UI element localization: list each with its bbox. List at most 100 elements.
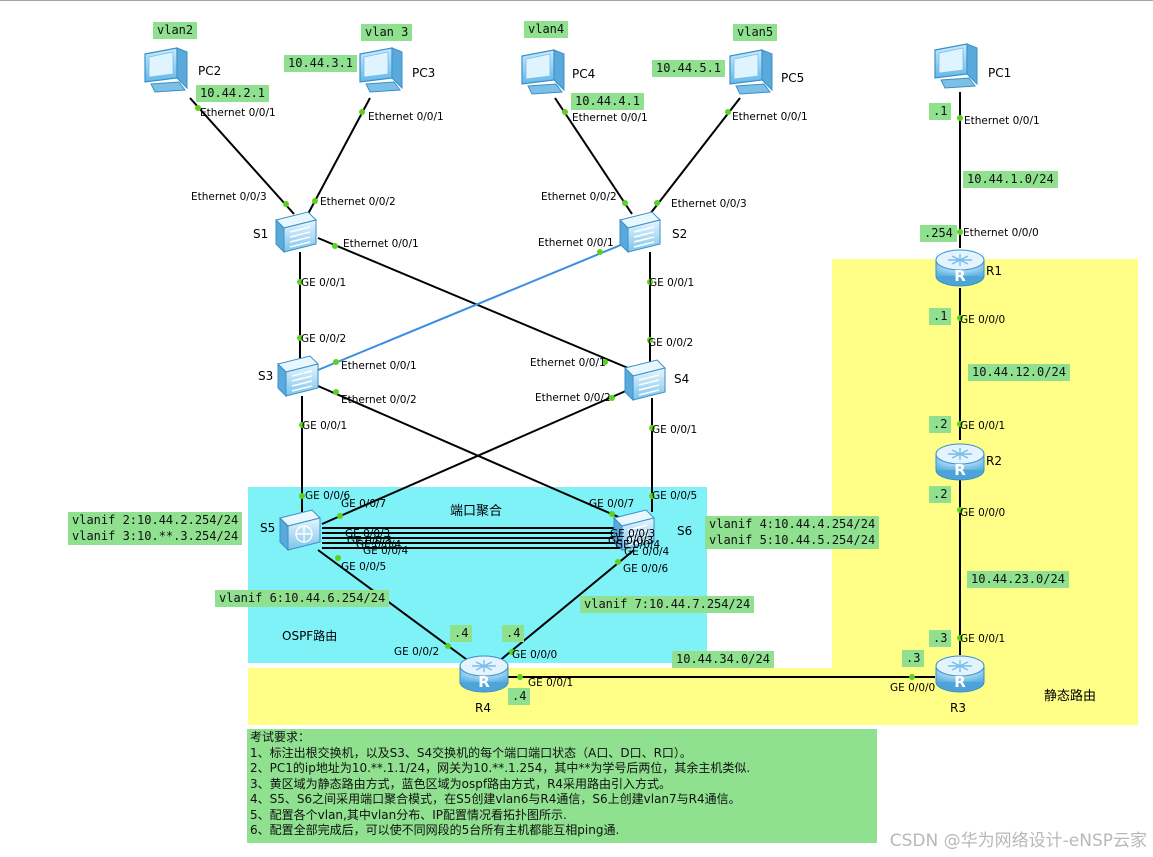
s2-label: S2 bbox=[672, 227, 687, 241]
port-s3-g002: GE 0/0/2 bbox=[301, 333, 346, 345]
pc5-label: PC5 bbox=[781, 71, 804, 85]
port-s2-e002: Ethernet 0/0/2 bbox=[541, 191, 617, 203]
pc4-icon[interactable] bbox=[521, 49, 565, 95]
tag-pc5-ip: 10.44.5.1 bbox=[652, 60, 726, 77]
tag-vlanif6: vlanif 6:10.44.6.254/24 bbox=[215, 590, 390, 607]
requirements-box: 考试要求： 1、标注出根交换机，以及S3、S4交换机的每个端口端口状态（A口、D… bbox=[247, 729, 877, 843]
tag-pc3-ip: 10.44.3.1 bbox=[284, 55, 358, 72]
requirements-line: 5、配置各个vlan,其中vlan分布、IP配置情况看拓扑图所示. bbox=[250, 807, 567, 822]
pc3-label: PC3 bbox=[412, 66, 435, 80]
link-pc4-s2 bbox=[554, 97, 633, 215]
port-s1-g001: GE 0/0/1 bbox=[301, 277, 346, 289]
ospf-area-title: OSPF路由 bbox=[282, 628, 337, 643]
tag-r3-g000: .3 bbox=[902, 650, 925, 667]
pc5-icon[interactable] bbox=[729, 49, 773, 95]
port-s5-g004: GE 0/0/4 bbox=[363, 545, 409, 557]
tag-s6-vlanif5: vlanif 5:10.44.5.254/24 bbox=[705, 532, 880, 549]
port-s4-g002: GE 0/0/2 bbox=[648, 337, 693, 349]
top-border bbox=[0, 0, 1153, 1]
port-s2-g001: GE 0/0/1 bbox=[649, 277, 694, 289]
s3-switch-icon[interactable] bbox=[277, 355, 319, 397]
port-s2-e003: Ethernet 0/0/3 bbox=[671, 198, 747, 210]
port-s3-g001: GE 0/0/1 bbox=[302, 420, 347, 432]
requirements-line: 4、S5、S6之间采用端口聚合模式，在S5创建vlan6与R4通信，S6上创建v… bbox=[250, 792, 741, 806]
static-area-title: 静态路由 bbox=[1044, 688, 1096, 704]
pc3-icon[interactable] bbox=[359, 47, 403, 93]
tag-r2-g001: .2 bbox=[929, 416, 952, 433]
port-s6-g004: GE 0/0/4 bbox=[624, 546, 670, 558]
port-s2-e001: Ethernet 0/0/1 bbox=[538, 237, 614, 249]
port-dots bbox=[195, 105, 963, 680]
port-pc2-e001: Ethernet 0/0/1 bbox=[200, 107, 276, 119]
tag-vlan2: vlan2 bbox=[153, 22, 198, 39]
tag-s5-vlanif2: vlanif 2:10.44.2.254/24 bbox=[68, 512, 243, 529]
requirements-line: 1、标注出根交换机，以及S3、S4交换机的每个端口端口状态（A口、D口、R口）。 bbox=[250, 745, 692, 760]
port-r3-g000: GE 0/0/0 bbox=[890, 682, 935, 694]
tag-vlan3: vlan 3 bbox=[361, 24, 413, 41]
port-pc5-e001: Ethernet 0/0/1 bbox=[732, 111, 808, 123]
port-r4-g002: GE 0/0/2 bbox=[394, 646, 439, 658]
port-r3-g001: GE 0/0/1 bbox=[960, 633, 1005, 645]
port-s5-g007: GE 0/0/7 bbox=[341, 498, 386, 510]
tag-pc2-ip: 10.44.2.1 bbox=[196, 85, 270, 102]
r3-router-icon[interactable] bbox=[935, 655, 985, 693]
tag-r1-g000: .1 bbox=[929, 308, 952, 325]
tag-s5-vlanif3: vlanif 3:10.**.3.254/24 bbox=[68, 528, 243, 545]
pc1-icon[interactable] bbox=[934, 43, 978, 89]
port-s3-e002: Ethernet 0/0/2 bbox=[341, 394, 417, 406]
port-s4-e002: Ethernet 0/0/2 bbox=[535, 392, 611, 404]
link-pc5-s2 bbox=[649, 97, 741, 215]
pc4-label: PC4 bbox=[572, 67, 595, 81]
tag-r2-g000: .2 bbox=[929, 486, 952, 503]
s4-switch-icon[interactable] bbox=[624, 359, 666, 401]
r2-router-icon[interactable] bbox=[935, 443, 985, 481]
port-s6-g005: GE 0/0/5 bbox=[652, 490, 697, 502]
r3-label: R3 bbox=[950, 701, 966, 715]
requirements-line: 6、配置全部完成后，可以使不同网段的5台所有主机都能互相ping通. bbox=[250, 823, 620, 837]
port-r2-g001: GE 0/0/1 bbox=[960, 420, 1005, 432]
link-pc3-s1 bbox=[307, 97, 371, 215]
link-s6-r4 bbox=[497, 549, 635, 663]
link-pc2-s1 bbox=[189, 97, 295, 215]
port-s5-g005: GE 0/0/5 bbox=[341, 561, 386, 573]
tag-net-34: 10.44.34.0/24 bbox=[672, 651, 774, 668]
r1-router-icon[interactable] bbox=[935, 249, 985, 287]
port-s6-g003: GE 0/0/3 bbox=[610, 528, 655, 540]
port-s3-e001: Ethernet 0/0/1 bbox=[341, 360, 417, 372]
link-s3-s2-blue bbox=[317, 241, 629, 371]
port-s1-e003: Ethernet 0/0/3 bbox=[191, 191, 267, 203]
link-s4-s5 bbox=[321, 389, 629, 525]
static-area-right bbox=[832, 259, 1138, 725]
tag-pc4-ip: 10.44.4.1 bbox=[571, 93, 645, 110]
port-r2-g000: GE 0/0/0 bbox=[960, 507, 1005, 519]
s1-switch-icon[interactable] bbox=[275, 211, 317, 253]
requirements-line: 2、PC1的ip地址为10.**.1.1/24，网关为10.**.1.254，其… bbox=[250, 761, 751, 775]
s2-switch-icon[interactable] bbox=[619, 211, 661, 253]
pc2-label: PC2 bbox=[198, 64, 221, 78]
port-r4-g001: GE 0/0/1 bbox=[528, 677, 573, 689]
s5-l3-switch-icon[interactable] bbox=[279, 509, 321, 551]
port-s6-g004b: GE 0/0/4 bbox=[615, 539, 661, 551]
tag-r4-g002: .4 bbox=[450, 625, 473, 642]
tag-vlanif7: vlanif 7:10.44.7.254/24 bbox=[580, 596, 755, 613]
port-s1-e002: Ethernet 0/0/2 bbox=[320, 196, 396, 208]
port-s6-g007: GE 0/0/7 bbox=[589, 498, 634, 510]
s6-label: S6 bbox=[677, 524, 692, 538]
s1-label: S1 bbox=[253, 227, 268, 241]
tag-r1-e000: .254 bbox=[920, 225, 957, 242]
port-pc3-e001: Ethernet 0/0/1 bbox=[368, 111, 444, 123]
port-s4-e001: Ethernet 0/0/1 bbox=[530, 357, 606, 369]
pc2-icon[interactable] bbox=[144, 47, 188, 93]
port-s4-g001: GE 0/0/1 bbox=[652, 424, 697, 436]
pc1-label: PC1 bbox=[988, 66, 1011, 80]
tag-net-12: 10.44.12.0/24 bbox=[968, 364, 1070, 381]
tag-s6-vlanif4: vlanif 4:10.44.4.254/24 bbox=[705, 516, 880, 533]
port-r4-g000: GE 0/0/0 bbox=[512, 649, 557, 661]
r4-router-icon[interactable] bbox=[459, 655, 509, 693]
link-s1-s4 bbox=[317, 237, 629, 369]
link-s3-s6 bbox=[317, 385, 631, 523]
s4-label: S4 bbox=[674, 372, 689, 386]
port-s6-g006: GE 0/0/6 bbox=[623, 563, 669, 575]
tag-net-23: 10.44.23.0/24 bbox=[967, 571, 1069, 588]
